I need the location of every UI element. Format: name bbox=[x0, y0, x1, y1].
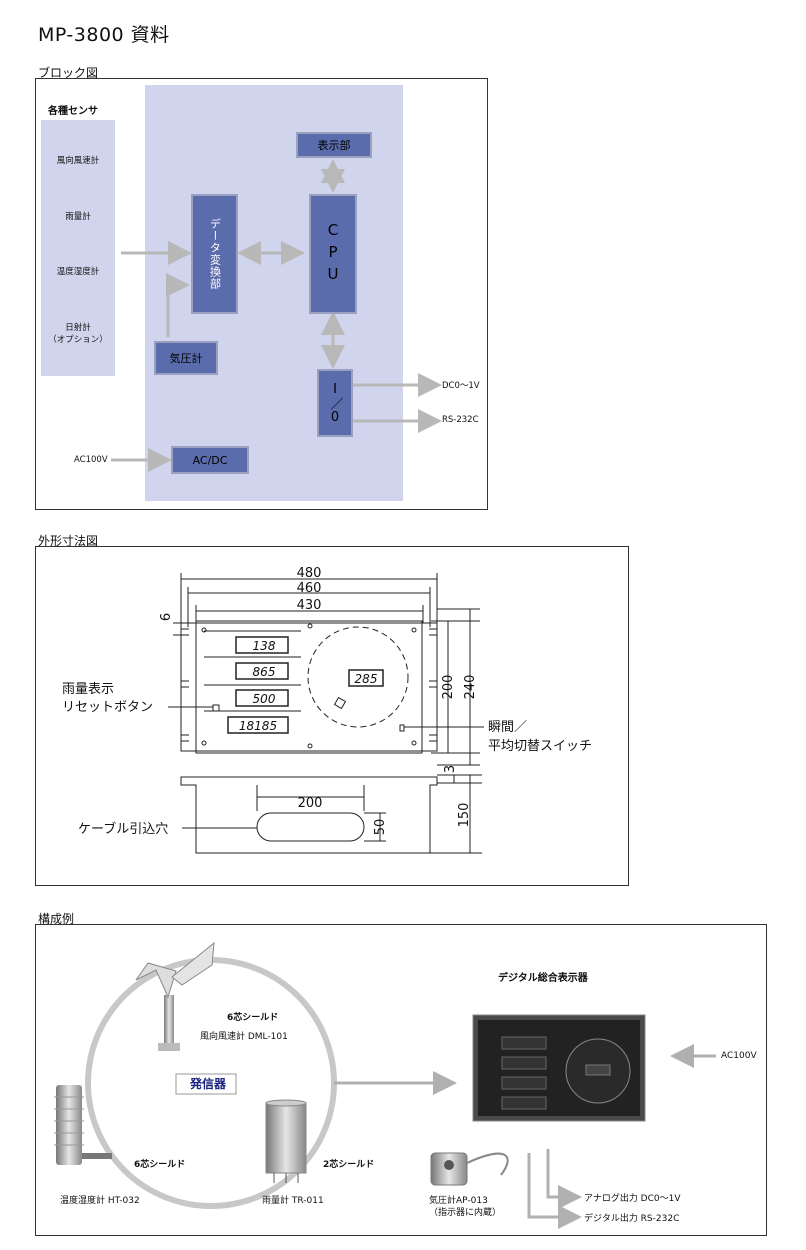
digital-output-label: デジタル出力 RS-232C bbox=[584, 1214, 680, 1224]
io-box: I／0 bbox=[317, 369, 353, 437]
switch-label-2: 平均切替スイッチ bbox=[488, 739, 592, 754]
dimension-drawing-frame: 480 460 430 6 200 240 200 50 3 150 138 8… bbox=[35, 546, 629, 886]
digital-display-unit-icon bbox=[472, 1014, 646, 1122]
block-arrows bbox=[111, 159, 442, 472]
thermo-hygrometer-label: 温度湿度計 HT-032 bbox=[60, 1196, 140, 1206]
switch-label-1: 瞬間／ bbox=[488, 720, 527, 735]
cpu-label: CPU bbox=[324, 221, 342, 287]
cpu-box: CPU bbox=[309, 194, 357, 314]
dimension-drawing-label: 外形寸法図 bbox=[38, 534, 99, 548]
sensor-option-note: （オプション） bbox=[48, 335, 108, 345]
config-ac100v-label: AC100V bbox=[721, 1051, 757, 1061]
io-label: I／0 bbox=[327, 381, 343, 425]
acdc-box: AC/DC bbox=[171, 446, 249, 474]
display-value-2: 865 bbox=[253, 665, 276, 679]
display-value-4: 18185 bbox=[239, 719, 277, 733]
cable-hole-label: ケーブル引込穴 bbox=[78, 821, 168, 837]
configuration-label: 構成例 bbox=[38, 912, 75, 926]
rain-reset-label-2: リセットボタン bbox=[62, 700, 153, 715]
sensors-title: 各種センサ bbox=[48, 106, 98, 117]
sensor-thermo-hygrometer: 温度湿度計 bbox=[56, 267, 100, 277]
ac100v-input-label: AC100V bbox=[74, 455, 108, 465]
display-value-3: 500 bbox=[253, 692, 276, 706]
dim-240: 240 bbox=[463, 675, 478, 700]
shield-2-label: 2芯シールド bbox=[323, 1160, 375, 1170]
shield-6-top-label: 6芯シールド bbox=[227, 1013, 279, 1023]
dc-output-label: DC0～1V bbox=[442, 381, 480, 391]
anemometer-label: 風向風速計 DML-101 bbox=[200, 1032, 288, 1042]
rain-reset-label-1: 雨量表示 bbox=[62, 682, 114, 697]
barometer-box: 気圧計 bbox=[154, 341, 218, 375]
configuration-drawing bbox=[54, 941, 716, 1229]
block-diagram-frame: 各種センサ 風向風速計 雨量計 温度湿度計 日射計 （オプション） データ変換部 bbox=[35, 78, 488, 510]
barometer-note-label: （指示器に内蔵） bbox=[429, 1208, 502, 1218]
rain-gauge-icon bbox=[265, 1099, 307, 1183]
sensor-rain-gauge: 雨量計 bbox=[65, 212, 91, 222]
data-converter-label: データ変換部 bbox=[208, 218, 222, 290]
acdc-label: AC/DC bbox=[192, 453, 228, 467]
display-unit-label: デジタル総合表示器 bbox=[498, 973, 588, 984]
display-label: 表示部 bbox=[317, 139, 351, 152]
dim-460: 460 bbox=[297, 581, 322, 596]
sensor-anemometer: 風向風速計 bbox=[56, 156, 100, 166]
anemometer-icon bbox=[135, 941, 215, 1051]
block-diagram-label: ブロック図 bbox=[38, 66, 99, 80]
dimension-drawing: 480 460 430 6 200 240 200 50 3 150 138 8… bbox=[62, 566, 592, 854]
dim-slot-200: 200 bbox=[298, 796, 323, 811]
display-box: 表示部 bbox=[296, 132, 372, 158]
document-title: MP-3800 資料 bbox=[38, 24, 170, 46]
barometer-label: 気圧計 bbox=[169, 352, 203, 365]
dim-slot-50: 50 bbox=[373, 819, 388, 836]
shield-6-bottom-label: 6芯シールド bbox=[134, 1160, 186, 1170]
transmitter-label: 発信器 bbox=[189, 1077, 226, 1091]
sensor-pyranometer: 日射計 bbox=[65, 323, 91, 333]
thermo-hygrometer-icon bbox=[54, 1085, 112, 1165]
barometer-icon bbox=[430, 1152, 509, 1186]
barometer-model-label: 気圧計AP-013 bbox=[429, 1196, 488, 1206]
dim-480: 480 bbox=[297, 566, 322, 581]
dim-6: 6 bbox=[159, 613, 174, 621]
rs232c-output-label: RS-232C bbox=[442, 415, 479, 425]
data-converter-box: データ変換部 bbox=[191, 194, 238, 314]
dim-430: 430 bbox=[297, 598, 322, 613]
rain-gauge-label: 雨量計 TR-011 bbox=[262, 1196, 324, 1206]
dim-150: 150 bbox=[457, 803, 472, 828]
sensor-panel bbox=[41, 120, 115, 376]
display-value-5: 285 bbox=[355, 672, 378, 686]
configuration-frame: 6芯シールド 風向風速計 DML-101 発信器 6芯シールド 2芯シールド 温… bbox=[35, 924, 767, 1236]
dim-200: 200 bbox=[441, 675, 456, 700]
dim-3: 3 bbox=[443, 765, 458, 773]
display-value-1: 138 bbox=[253, 639, 276, 653]
analog-output-label: アナログ出力 DC0～1V bbox=[584, 1194, 681, 1204]
